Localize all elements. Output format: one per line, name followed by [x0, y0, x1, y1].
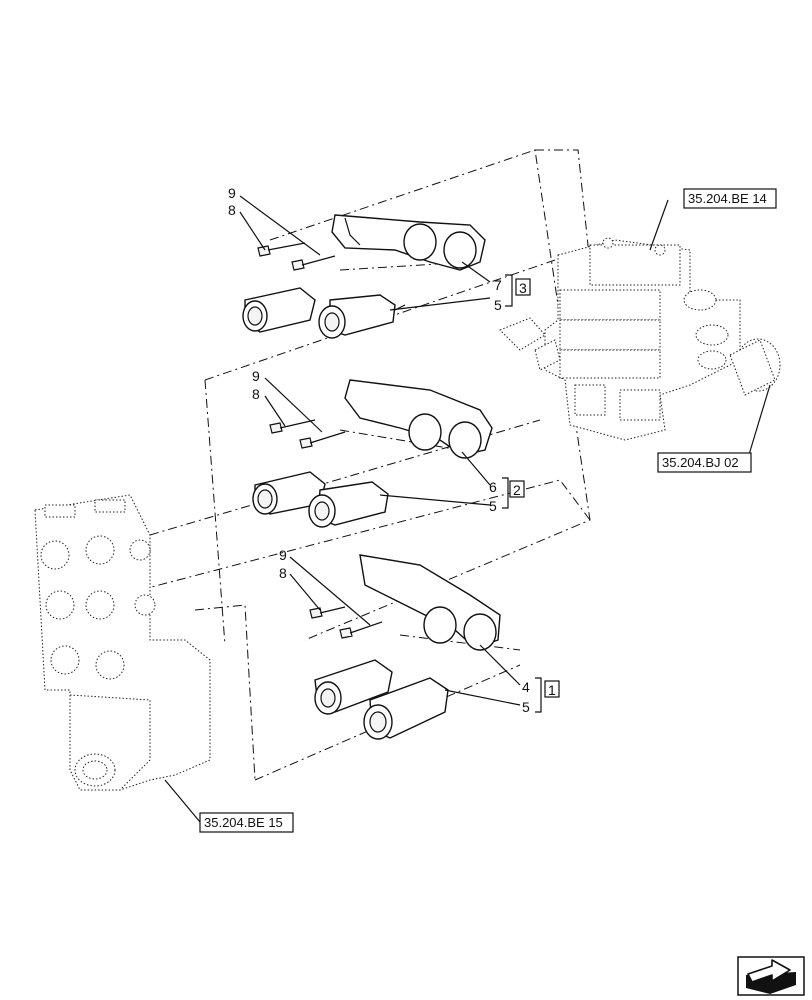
callout-8-bot: 8	[279, 565, 287, 581]
valve-block-assembly	[499, 237, 781, 441]
group-label-3: 3	[519, 280, 527, 296]
callout-8-mid: 8	[252, 386, 260, 402]
coupler-group-1	[309, 554, 501, 740]
group-label-1: 1	[548, 682, 556, 698]
group-box-1	[544, 680, 560, 698]
callout-8-top: 8	[228, 202, 236, 218]
next-page-arrow-icon[interactable]	[737, 956, 805, 996]
coupler-group-2	[252, 379, 493, 528]
callout-labels: 9 8 7 5 3 9 8 6 5 2 9 8 4 5 1	[228, 185, 560, 715]
callout-9-top: 9	[228, 185, 236, 201]
callout-5-bot: 5	[522, 699, 530, 715]
coupler-group-3	[242, 214, 486, 339]
group-label-2: 2	[513, 482, 521, 498]
reference-be14[interactable]: 35.204.BE 14	[683, 188, 777, 209]
callout-7: 7	[494, 277, 502, 293]
leader-lines	[164, 195, 771, 823]
reference-bj02-label: 35.204.BJ 02	[662, 455, 739, 470]
assembly-lines	[139, 149, 601, 781]
callout-5-mid: 5	[489, 498, 497, 514]
reference-be14-label: 35.204.BE 14	[688, 191, 767, 206]
group-box-3	[515, 278, 531, 296]
callout-9-bot: 9	[279, 547, 287, 563]
callout-6: 6	[489, 479, 497, 495]
reference-be15[interactable]: 35.204.BE 15	[199, 812, 294, 833]
callout-5-top: 5	[494, 297, 502, 313]
reference-bj02[interactable]: 35.204.BJ 02	[657, 452, 752, 473]
group-box-2	[509, 480, 525, 498]
reference-be15-label: 35.204.BE 15	[204, 815, 283, 830]
callout-9-mid: 9	[252, 368, 260, 384]
coupler-mount-block	[34, 494, 211, 791]
callout-4: 4	[522, 679, 530, 695]
